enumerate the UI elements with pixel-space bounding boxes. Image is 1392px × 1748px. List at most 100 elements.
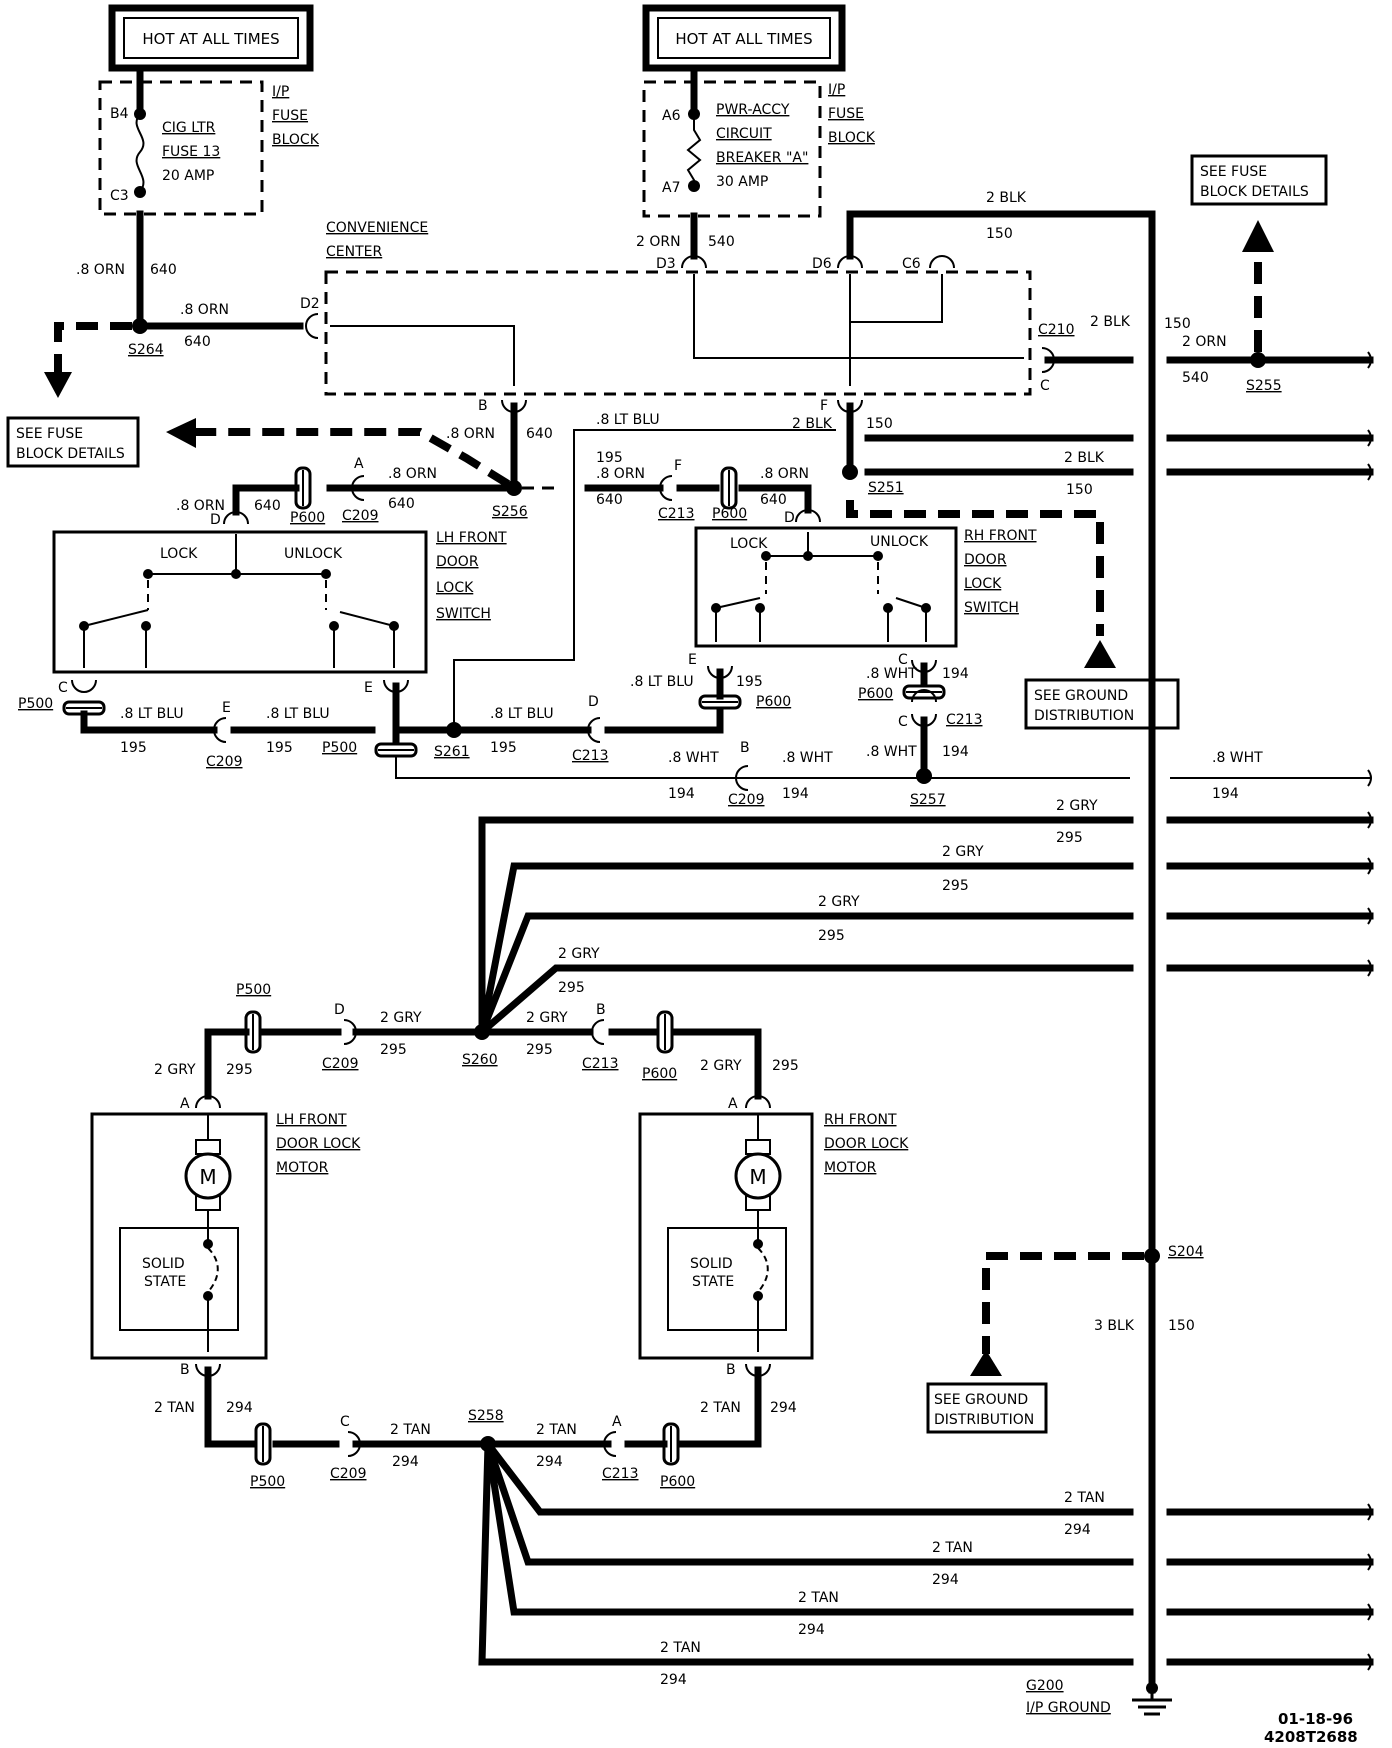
gry-label-rh-motor: 2 GRY: [700, 1058, 742, 1074]
pin-c213-f: F: [674, 458, 682, 474]
ip-fuse-block-right-l2: FUSE: [828, 106, 864, 122]
wire-label-3-blk: 3 BLK: [1094, 1318, 1135, 1334]
lh-switch-label-l1: LH FRONT: [436, 530, 507, 546]
gry-label-lh: 2 GRY: [380, 1010, 422, 1026]
lh-switch-label-l4: SWITCH: [436, 606, 491, 622]
connector-c213-f: [659, 475, 673, 501]
c294-label-lh-motor: 294: [226, 1400, 253, 1416]
fuse-13-label: FUSE 13: [162, 144, 220, 160]
lh-state-label: STATE: [144, 1274, 186, 1290]
circuit-150-s251: 150: [1066, 482, 1093, 498]
wire-label-wht-2: .8 WHT: [782, 750, 833, 766]
connector-c209-e: [213, 717, 227, 743]
tan-label-rh: 2 TAN: [536, 1422, 577, 1438]
pin-rh-motor-b: B: [726, 1362, 736, 1378]
pin-rh-motor-a: A: [728, 1096, 738, 1112]
pin-cc-b: B: [478, 398, 488, 414]
wire-label-orn-c209a: .8 ORN: [388, 466, 437, 482]
c210-label: C210: [1038, 322, 1075, 338]
fuse13-terminal-c3: [134, 186, 146, 198]
gry-label-1: 2 GRY: [1056, 798, 1098, 814]
ip-fuse-block-label-l2: FUSE: [272, 108, 308, 124]
gry-label-rh: 2 GRY: [526, 1010, 568, 1026]
rh-state-label: STATE: [692, 1274, 734, 1290]
c213-label-d: C213: [572, 748, 609, 764]
circuit-150-f: 150: [866, 416, 893, 432]
cc-internal-c6: [850, 274, 943, 323]
circuit-194-2: 194: [782, 786, 809, 802]
splice-s251-label: S251: [868, 480, 904, 496]
connector-p500-lh-c: [62, 700, 106, 716]
rh-switch-label-l4: SWITCH: [964, 600, 1019, 616]
ip-fuse-block-right-outline: [642, 80, 822, 218]
splice-s258-label: S258: [468, 1408, 504, 1424]
wire-label-orn-s256: .8 ORN: [446, 426, 495, 442]
lh-front-door-lock-switch: [52, 530, 428, 674]
pin-d3: D3: [656, 256, 676, 272]
wire-label-wht-right: .8 WHT: [1212, 750, 1263, 766]
ground-symbol: [1132, 1690, 1172, 1716]
wire-label-ltblu-1: .8 LT BLU: [120, 706, 184, 722]
rh-switch-unlock-label: UNLOCK: [870, 534, 929, 550]
circuit-150-s204: 150: [1168, 1318, 1195, 1334]
pin-lh-motor-b: B: [180, 1362, 190, 1378]
p500-label-lh-e: P500: [322, 740, 357, 756]
c209-label-e: C209: [206, 754, 243, 770]
pin-rh-switch-e: E: [688, 652, 697, 668]
lh-switch-unlock-label: UNLOCK: [284, 546, 343, 562]
connector-p600-rh-c: [902, 684, 946, 700]
svg-text:BLOCK DETAILS: BLOCK DETAILS: [1200, 184, 1309, 200]
c294-label-rh-motor: 294: [770, 1400, 797, 1416]
circuit-195-2: 195: [266, 740, 293, 756]
p600-label-gry: P600: [642, 1066, 677, 1082]
svg-text:SEE FUSE: SEE FUSE: [16, 426, 83, 442]
footer-code: 4208T2688: [1264, 1728, 1358, 1746]
c295-label-lh-motor: 295: [226, 1062, 253, 1078]
c295-label-lh: 295: [380, 1042, 407, 1058]
pin-b4: B4: [110, 106, 129, 122]
wire-label-ltblu-4: .8 LT BLU: [630, 674, 694, 690]
lh-front-door-lock-motor: [90, 1112, 268, 1360]
convenience-center-label-l2: CENTER: [326, 244, 382, 260]
lh-motor-symbol: [184, 1152, 232, 1200]
connector-c213-d: [587, 717, 601, 743]
tan-label-1: 2 TAN: [1064, 1490, 1105, 1506]
wire-label-2-blk-s251: 2 BLK: [1064, 450, 1105, 466]
rh-motor-label-l2: DOOR LOCK: [824, 1136, 909, 1152]
wire-label-wht-c209b: .8 WHT: [668, 750, 719, 766]
wire-640-rh-d: [738, 484, 812, 514]
wire-label-wht-s257: .8 WHT: [866, 744, 917, 760]
hot-at-all-times-right: HOT AT ALL TIMES: [675, 30, 812, 48]
connector-lh-switch-c: [71, 679, 97, 693]
splice-s257-label: S257: [910, 792, 946, 808]
lh-motor-m: M: [199, 1165, 216, 1189]
ground-arrow-1: [1084, 640, 1116, 668]
wire-label-2-blk-f: 2 BLK: [792, 416, 833, 432]
right-edge-breaks: [1367, 351, 1372, 1671]
circuit-195-4: 195: [736, 674, 763, 690]
wire-195-s261-up: [453, 429, 836, 730]
c213-label-c: C213: [946, 712, 983, 728]
splice-s204: [1144, 1248, 1160, 1264]
wire-295-gry-3: [477, 912, 1134, 1037]
rh-motor-label-l1: RH FRONT: [824, 1112, 897, 1128]
see-ground-box-2: SEE GROUND DISTRIBUTION: [926, 1382, 1048, 1434]
pin-c209-b: B: [740, 740, 750, 756]
pin-c213-c: C: [898, 714, 908, 730]
c294-label-rh: 294: [536, 1454, 563, 1470]
arrow-up-right: [1242, 220, 1274, 252]
c295-label-rh: 295: [526, 1042, 553, 1058]
wire-640-to-lh-switch: [232, 484, 300, 516]
p600-label-rh: P600: [712, 506, 747, 522]
c209-label-b: C209: [728, 792, 765, 808]
connector-rh-switch-d: [795, 509, 821, 523]
wire-295-gry-1: [478, 816, 1134, 1036]
splice-s264-label: S264: [128, 342, 164, 358]
connector-p600-rh-gry: [656, 1010, 674, 1054]
gry-label-lh-motor: 2 GRY: [154, 1062, 196, 1078]
splice-s256-label: S256: [492, 504, 528, 520]
circuit-194-rh-c: 194: [942, 666, 969, 682]
connector-p500-lh-tan: [254, 1422, 272, 1466]
c295-label-1: 295: [1056, 830, 1083, 846]
connector-c6: [929, 255, 955, 269]
